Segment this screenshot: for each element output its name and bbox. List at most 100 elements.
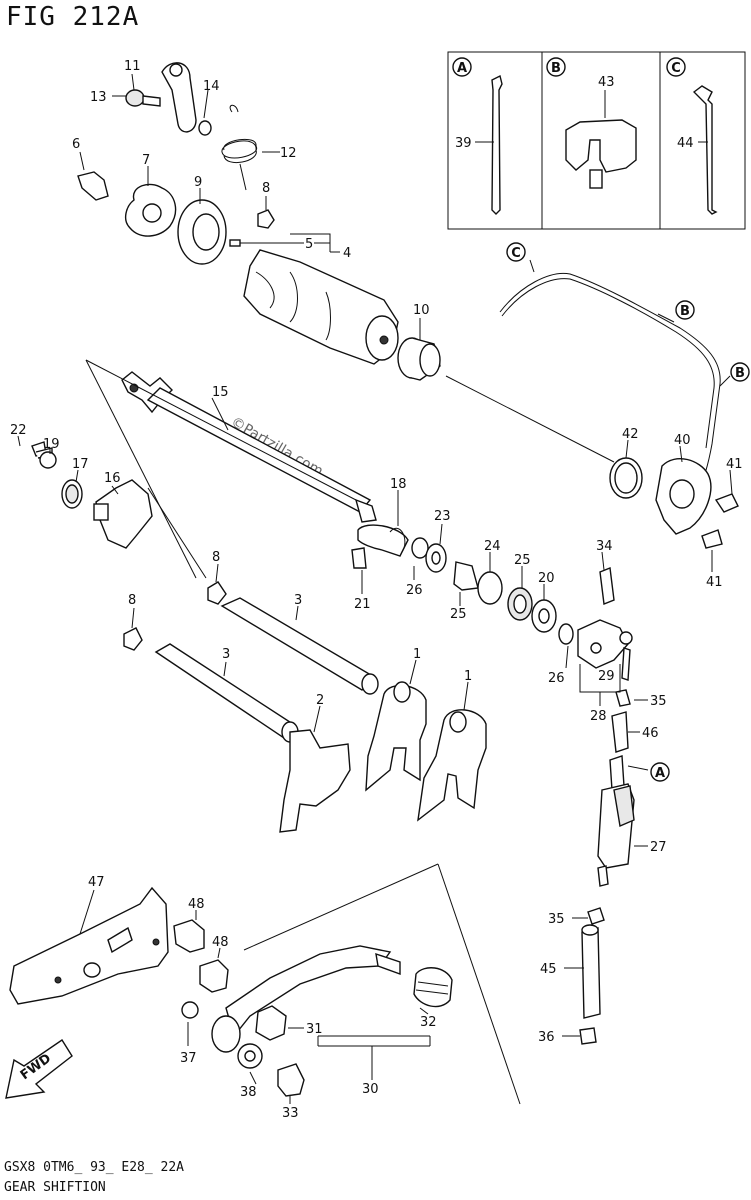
callout-label: 35: [650, 694, 667, 709]
cable-tie-part: [491, 74, 503, 215]
callout-label: 9: [194, 175, 202, 190]
callout-label: 24: [484, 539, 501, 554]
callout-label: 47: [88, 875, 105, 890]
needle-bearing-10: [397, 337, 441, 381]
shift-forks: [279, 681, 487, 833]
callout-label: 32: [420, 1015, 437, 1030]
callout-label: 21: [354, 597, 371, 612]
callout-label: 39: [455, 136, 472, 151]
callout-labels: 11 13 14 12 6 7 9 8 5 4 10 15 22 19 17 1…: [10, 59, 743, 1121]
reference-lines: [85, 359, 521, 1105]
leader-lines: [17, 73, 733, 1104]
circled-letter-icon: B: [546, 57, 566, 77]
callout-label: 46: [642, 726, 659, 741]
fork-shafts: [123, 581, 379, 743]
footrest-bracket: [9, 886, 229, 1005]
shift-parts-top: [77, 62, 275, 265]
callout-label: 41: [706, 575, 723, 590]
callout-label: 26: [548, 671, 565, 686]
routing-letter: B: [680, 304, 690, 319]
callout-label: 1: [464, 669, 472, 684]
callout-label: 12: [280, 146, 297, 161]
callout-label: 33: [282, 1106, 299, 1121]
callout-label: 31: [306, 1022, 323, 1037]
callout-label: 40: [674, 433, 691, 448]
callout-label: 25: [450, 607, 467, 622]
callout-label: 8: [128, 593, 136, 608]
inset-panel-b: B 43: [546, 57, 637, 189]
callout-label: 41: [726, 457, 743, 472]
callout-label: 48: [188, 897, 205, 912]
inset-panel-c: C 44: [666, 57, 718, 215]
inset-panel-a: A 39: [452, 57, 503, 215]
callout-label: 15: [212, 385, 229, 400]
callout-label: 5: [305, 237, 313, 252]
callout-label: 20: [538, 571, 555, 586]
callout-label: 37: [180, 1051, 197, 1066]
callout-label: 26: [406, 583, 423, 598]
callout-label: 14: [203, 79, 220, 94]
callout-label: 27: [650, 840, 667, 855]
callout-label: 38: [240, 1085, 257, 1100]
callout-label: 10: [413, 303, 430, 318]
callout-label: 1: [413, 647, 421, 662]
middle-parts: [351, 524, 557, 633]
routing-marker-c: C: [506, 242, 526, 262]
callout-label: 19: [43, 437, 60, 452]
clamp-part: [565, 119, 637, 173]
callout-label: 16: [104, 471, 121, 486]
circled-letter-icon: A: [452, 57, 472, 77]
inset-box: [447, 51, 746, 230]
callout-label: 3: [222, 647, 230, 662]
shift-pedal: [181, 945, 453, 1097]
routing-letter: B: [735, 366, 745, 381]
callout-label: 30: [362, 1082, 379, 1097]
inset-letter: C: [671, 61, 681, 76]
callout-label: 13: [90, 90, 107, 105]
callout-label: 28: [590, 709, 607, 724]
callout-label: 36: [538, 1030, 555, 1045]
callout-label: 11: [124, 59, 141, 74]
callout-label: 42: [622, 427, 639, 442]
callout-label: 22: [10, 423, 27, 438]
callout-label: 18: [390, 477, 407, 492]
cable-routing: [445, 259, 731, 491]
inset-letter: B: [551, 61, 561, 76]
shift-shaft-15: [121, 371, 377, 523]
callout-label: 8: [262, 181, 270, 196]
callout-label: 45: [540, 962, 557, 977]
callout-label: 48: [212, 935, 229, 950]
callout-label: 35: [548, 912, 565, 927]
shift-drum: [243, 249, 399, 365]
model-code: GSX8 0TM6_ 93_ E28_ 22A: [4, 1160, 185, 1175]
callout-label: 8: [212, 550, 220, 565]
figure-title: FIG 212A: [6, 2, 140, 32]
section-name: GEAR SHIFTION: [4, 1180, 106, 1195]
left-bracket-parts: [31, 441, 153, 549]
gear-sensor: [609, 457, 739, 549]
shift-linkage: [558, 567, 635, 1045]
callout-label: 29: [598, 669, 615, 684]
circled-letter-icon: C: [666, 57, 686, 77]
routing-marker-b1: B: [675, 300, 695, 320]
routing-marker-a: A: [627, 762, 670, 782]
callout-label: 7: [142, 153, 150, 168]
routing-letter: C: [511, 246, 521, 261]
callout-label: 23: [434, 509, 451, 524]
callout-label: 44: [677, 136, 694, 151]
callout-label: 34: [596, 539, 613, 554]
callout-label: 6: [72, 137, 80, 152]
callout-label: 17: [72, 457, 89, 472]
callout-label: 43: [598, 75, 615, 90]
routing-marker-b2: B: [730, 362, 750, 382]
callout-label: 2: [316, 693, 324, 708]
fwd-arrow-icon: FWD: [5, 1039, 73, 1099]
inset-letter: A: [457, 61, 467, 76]
routing-letter: A: [655, 766, 665, 781]
callout-label: 25: [514, 553, 531, 568]
callout-label: 3: [294, 593, 302, 608]
callout-label: 4: [343, 246, 351, 261]
cable-tie-part: [692, 85, 718, 215]
